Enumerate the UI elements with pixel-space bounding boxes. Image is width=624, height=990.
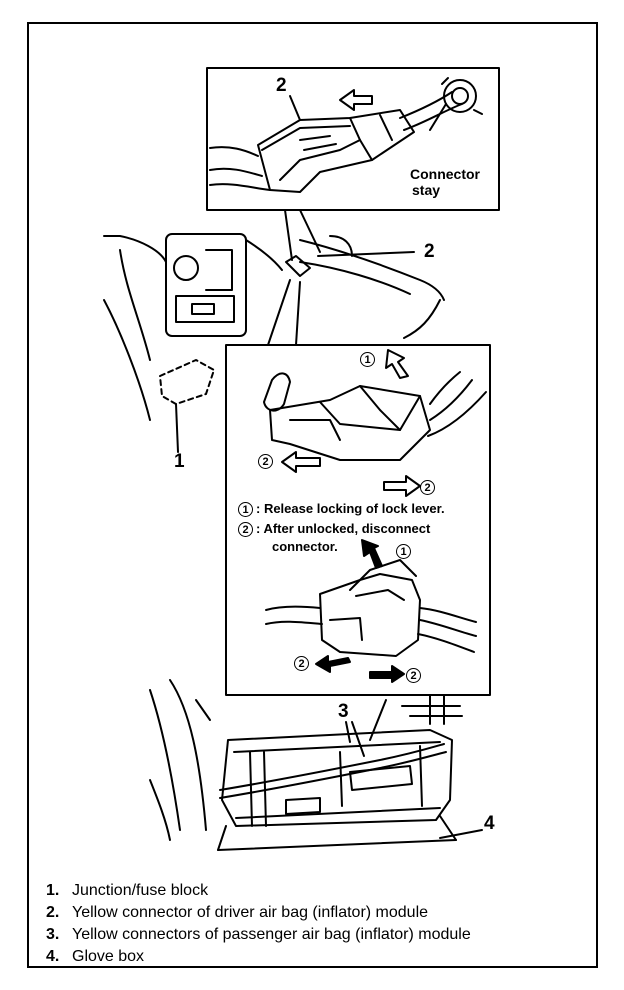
legend-item: 3. Yellow connectors of passenger air bag… [46,924,471,946]
figure-frame [27,22,598,968]
passenger-connector-locked [263,371,487,461]
step-mark-upper-1: 1 [360,352,378,367]
dash-area-illustration [103,233,445,453]
step-mark-upper-left-2: 2 [258,454,276,469]
passenger-connector-unlocked [265,559,477,657]
middle-inset-frame [225,344,491,696]
step-mark-lower-right-2: 2 [406,668,424,683]
connector-stay-line2: stay [412,182,441,199]
legend-list: 1. Junction/fuse block 2. Yellow connector… [46,880,471,968]
arrow-up-step1-lower [361,539,383,569]
legend-text: Yellow connectors of passenger air bag (… [72,926,471,943]
legend-number: 1. [46,882,60,899]
instruction-1: 1: Release locking of lock lever. [238,501,445,517]
legend-number: 3. [46,926,60,943]
step-mark-upper-right-2: 2 [420,480,438,495]
arrow-right-step2-lower [369,665,405,683]
connector-stay-label: Connector stay [410,166,480,198]
callout-2-top: 2 [276,75,287,96]
step-mark-lower-left-2: 2 [294,656,312,671]
arrow-left-step2-lower [315,655,351,673]
driver-connector-illustration [209,77,483,193]
instruction-2: 2: After unlocked, disconnect [238,521,431,537]
connector-stay-line1: Connector [410,166,480,182]
junction-fuse-block [159,359,215,405]
top-inset-frame [206,67,500,211]
legend-item: 4. Glove box [46,946,471,968]
arrow-left-step2-upper [281,451,321,473]
pull-arrow-top [339,89,373,111]
callout-2-middle: 2 [424,241,435,262]
legend-item: 1. Junction/fuse block [46,880,471,902]
legend-text: Glove box [72,948,145,965]
step-mark-lower-1: 1 [396,544,414,559]
dashboard-lower-illustration [149,679,463,851]
legend-text: Yellow connector of driver air bag (infl… [72,904,429,921]
legend-number: 2. [46,904,60,921]
instruction-2-continued: connector. [272,539,338,554]
callout-4: 4 [484,813,495,834]
instruction-2-text-line1: : After unlocked, disconnect [256,521,431,536]
callout-3: 3 [338,701,349,722]
arrow-up-step1 [385,349,409,379]
legend-text: Junction/fuse block [72,882,209,899]
instruction-1-text: : Release locking of lock lever. [256,501,445,516]
arrow-right-step2-upper [383,475,421,497]
instruction-1-mark: 1 [238,502,253,517]
callout-1: 1 [174,451,185,472]
instruction-2-mark: 2 [238,522,253,537]
legend-item: 2. Yellow connector of driver air bag (in… [46,902,471,924]
legend-number: 4. [46,948,60,965]
